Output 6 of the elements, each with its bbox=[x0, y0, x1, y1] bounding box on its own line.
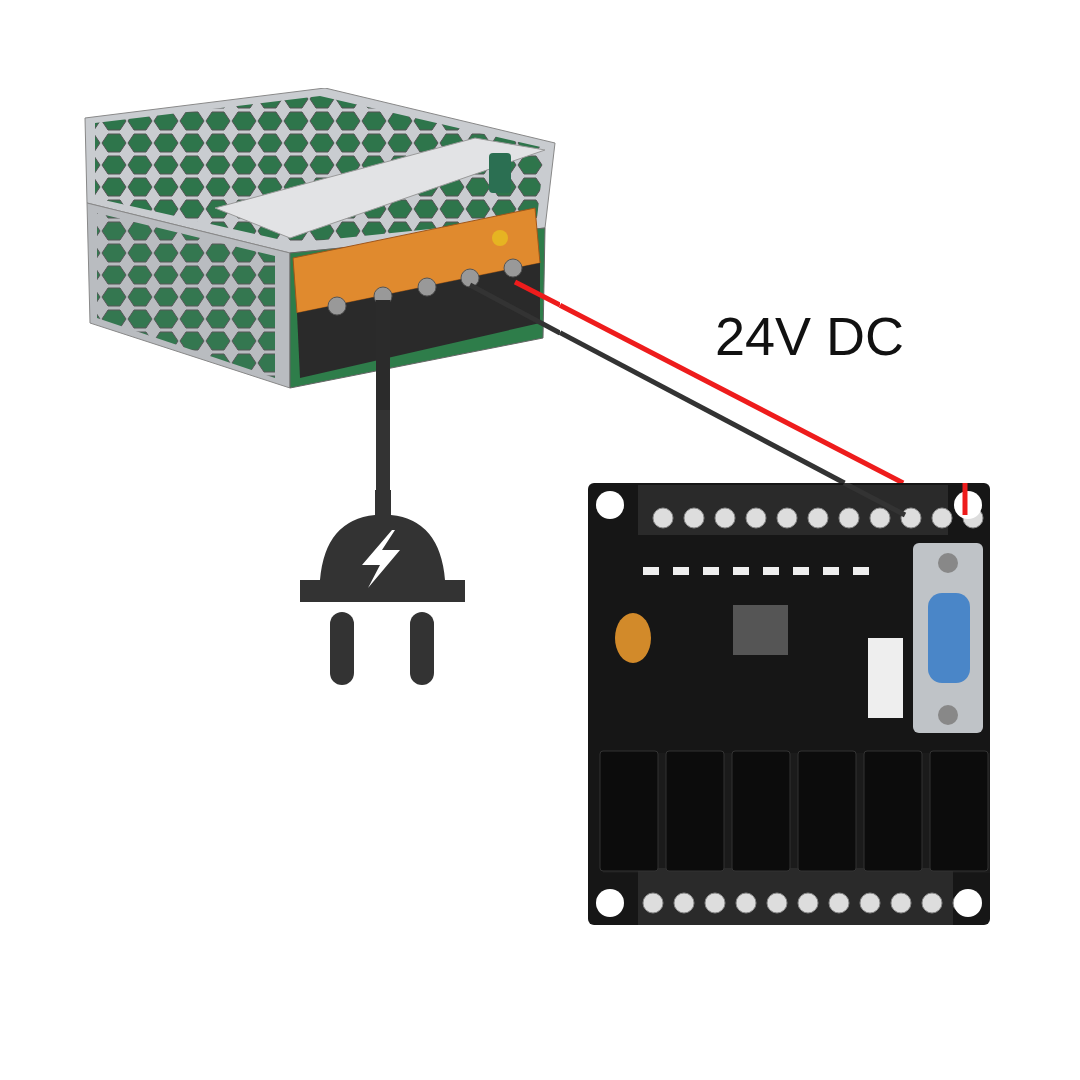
wire bbox=[558, 303, 905, 486]
wire bbox=[558, 330, 846, 486]
power-plug-icon bbox=[300, 490, 465, 685]
power-cable bbox=[376, 410, 390, 490]
controller-board-drawing bbox=[588, 483, 990, 925]
voltage-label: 24V DC bbox=[715, 305, 905, 367]
